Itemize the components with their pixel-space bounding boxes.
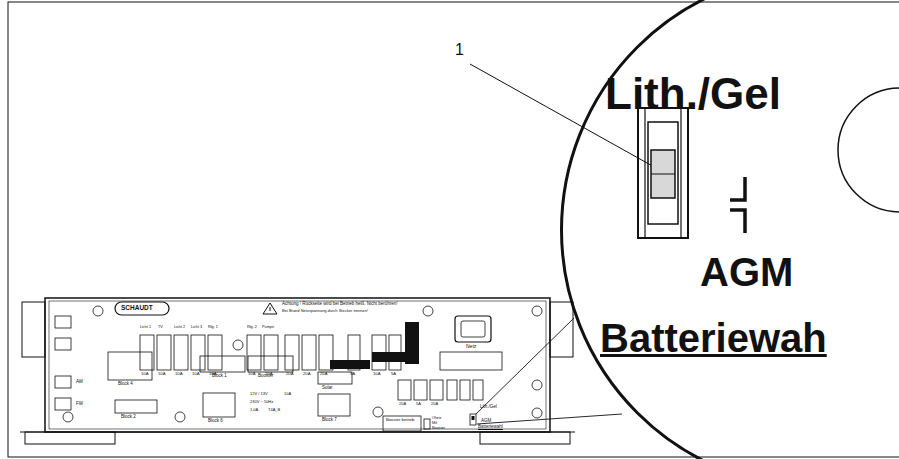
panel-label: Batteriewahl [478, 425, 503, 430]
screws [63, 306, 542, 422]
panel-label: 20A [320, 372, 327, 376]
panel-label: Rlg. 1 [208, 325, 218, 329]
round-opening [838, 88, 899, 212]
handle [550, 302, 573, 357]
callout-number: 1 [455, 42, 464, 59]
panel-label: 5A [416, 402, 421, 406]
panel-label: 1,0A [250, 408, 258, 412]
panel-label: AW [76, 380, 83, 385]
panel-label: Solar [322, 386, 333, 391]
panel-label: FW [76, 402, 83, 407]
panel-label: T4A_B [268, 408, 280, 412]
zoom-line [476, 318, 574, 414]
warning-text: Bei Brand Netzspannung durch Stecker tre… [282, 309, 368, 313]
panel-label: Booster [432, 426, 445, 430]
panel-label: 10A [284, 392, 291, 396]
panel-label: Licht 1 [140, 325, 151, 329]
panel-label: Lith./Gel [480, 405, 497, 410]
panel-label: 20A [399, 402, 406, 406]
position-mark [730, 210, 745, 233]
panel-label: 230V ~ 50Hz [250, 400, 273, 404]
fuse-slots [140, 335, 483, 400]
panel-label: Block 2 [121, 415, 136, 420]
mains-socket [455, 316, 491, 342]
panel-label: Licht 3 [191, 325, 202, 329]
zoom-line [477, 414, 622, 424]
connectors [55, 316, 502, 417]
panel-label: 5A [391, 372, 396, 376]
warning-text: Achtung ! Rückseite wird bei Betrieb hei… [282, 302, 398, 307]
panel-label: 10A [192, 372, 199, 376]
panel-label: 12V / 13V [250, 392, 268, 396]
panel-label: Licht 2 [174, 325, 185, 329]
panel-label: 20A [303, 372, 310, 376]
handle [22, 302, 45, 357]
panel-label: Block 7 [322, 418, 337, 423]
booster-box [383, 416, 421, 431]
panel-label: Mit [432, 421, 437, 425]
panel-label: Block 1 [212, 374, 227, 379]
brand-logo: SCHAUDT [121, 305, 153, 312]
panel-label: Pumpe [262, 325, 274, 329]
switch-label: Batteriewah [600, 316, 827, 360]
switch-label: AGM [700, 250, 793, 294]
panel-label: Block 4 [118, 382, 133, 387]
panel-label: 10A [248, 372, 255, 376]
panel-label: 5A [350, 372, 355, 376]
panel-label: Block 6 [208, 419, 223, 424]
panel-label: 10A [141, 372, 148, 376]
socket-label: Netz [466, 344, 476, 349]
panel-label: Booster [258, 374, 274, 379]
panel-label: 20A [431, 402, 438, 406]
small-switch [470, 414, 476, 425]
panel-label: 10A [373, 372, 380, 376]
magnified-switch [638, 108, 688, 238]
panel-label: TV [158, 325, 163, 329]
foot [480, 432, 570, 444]
switch-label: Lith./Gel [605, 70, 781, 118]
panel-label: Ohne [432, 416, 441, 420]
position-mark [730, 177, 745, 200]
panel-label: 10A [175, 372, 182, 376]
panel-label: Rlg. 2 [247, 325, 257, 329]
panel [45, 298, 550, 432]
magnifier-circle: Lith./GelAGM Batteriewah [560, 0, 899, 459]
panel-label: Booster betrieb [386, 418, 418, 422]
warning-triangle [263, 303, 277, 314]
panel-label: 20A [286, 372, 293, 376]
panel-label: 10A [158, 372, 165, 376]
foot [25, 432, 115, 444]
frame [8, 2, 899, 457]
panel-label: AGM [481, 419, 491, 424]
logo-oval [115, 302, 169, 315]
panel-inner [49, 301, 546, 429]
